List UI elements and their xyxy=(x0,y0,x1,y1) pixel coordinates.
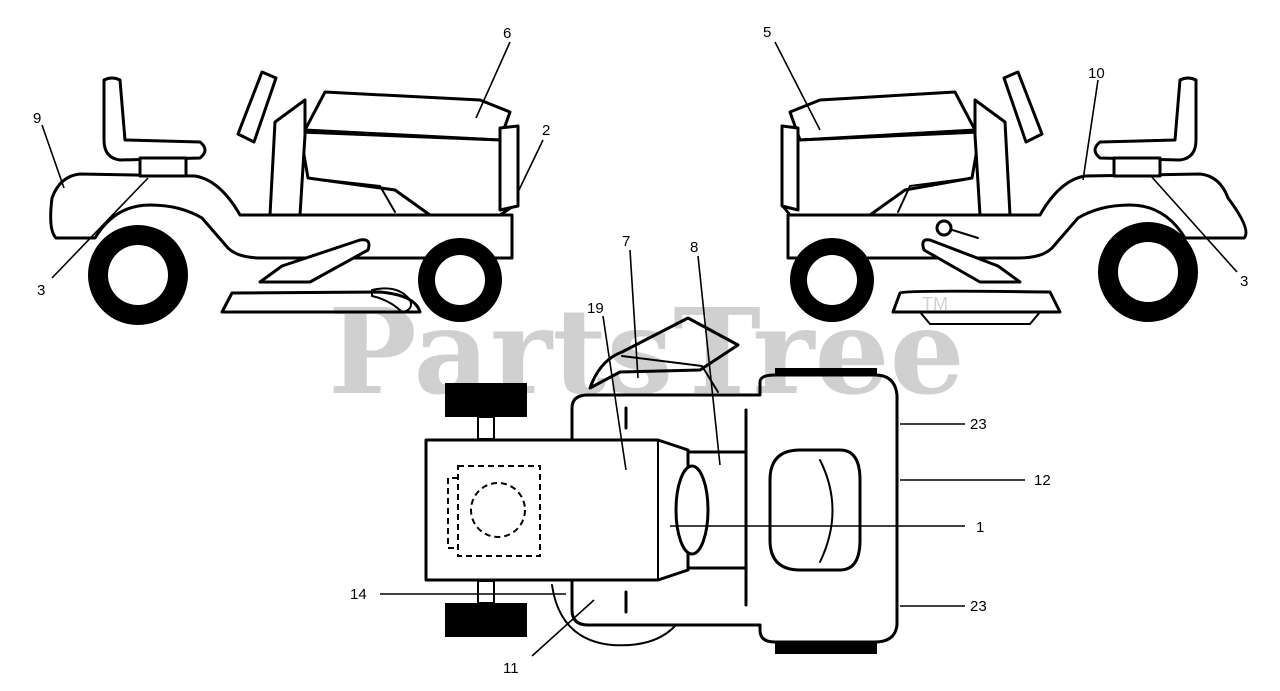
watermark: PartsTree TM xyxy=(328,282,965,421)
deck-outline-top xyxy=(551,584,681,647)
front-wheel-hub-right xyxy=(807,255,857,305)
seat-base-left xyxy=(138,156,188,178)
callout-6: 6 xyxy=(503,25,511,42)
leader-10 xyxy=(1082,79,1099,181)
hood-panel-line-right xyxy=(897,177,973,213)
callout-19: 19 xyxy=(587,300,604,317)
hood-top xyxy=(424,438,690,582)
deck-lower-right xyxy=(919,311,1041,325)
footrest-left xyxy=(258,238,371,284)
leader-11 xyxy=(531,599,595,657)
watermark-brand: PartsTree xyxy=(328,282,965,421)
footrest-right xyxy=(921,238,1022,284)
callout-23-top: 23 xyxy=(970,416,987,433)
callout-8: 8 xyxy=(690,239,698,256)
steering-wheel-left xyxy=(236,70,278,144)
seat-left xyxy=(102,76,207,162)
tractor-top-view xyxy=(424,316,899,654)
engine-outline-dashed-side xyxy=(447,477,458,549)
callout-9: 9 xyxy=(33,110,41,127)
steering-column-top xyxy=(621,355,719,393)
dash-panel-right xyxy=(973,98,1012,217)
callout-3-right: 3 xyxy=(1240,273,1248,290)
callout-14: 14 xyxy=(350,586,367,603)
tractor-left-side-view xyxy=(49,70,520,325)
dash-panel-left xyxy=(268,98,307,217)
leader-9 xyxy=(41,124,65,189)
callout-11: 11 xyxy=(503,660,519,677)
callout-2: 2 xyxy=(542,122,550,139)
leader-lines xyxy=(41,41,1238,657)
leader-3-left xyxy=(51,177,149,279)
hood-side-right xyxy=(780,128,982,217)
hood-side-left xyxy=(298,128,517,217)
callout-12: 12 xyxy=(1034,472,1051,489)
engine-air-filter-dashed xyxy=(470,482,526,538)
callout-labels: 6 2 9 3 5 10 3 7 8 19 23 12 1 23 14 11 xyxy=(33,24,1248,677)
leader-3-right xyxy=(1149,174,1238,273)
deck-chute-left xyxy=(371,287,412,313)
steering-wheel-top xyxy=(588,316,740,390)
seat-base-right xyxy=(1112,156,1162,178)
callout-10: 10 xyxy=(1088,65,1105,82)
grille-right xyxy=(780,124,800,212)
rear-fender-right xyxy=(786,172,1248,260)
grille-left xyxy=(498,124,520,212)
front-wheel-top-upper xyxy=(445,383,527,417)
leader-2 xyxy=(517,139,544,193)
front-wheel-hub-left xyxy=(435,255,485,305)
leader-19 xyxy=(602,315,627,471)
seat-top xyxy=(768,448,862,572)
callout-1: 1 xyxy=(976,519,984,536)
hood-panel-line-left xyxy=(307,177,396,213)
leader-7 xyxy=(629,249,639,379)
steering-wheel-right xyxy=(1002,70,1044,144)
callout-3-left: 3 xyxy=(37,282,45,299)
callout-5: 5 xyxy=(763,24,771,41)
lift-lever-knob-right xyxy=(935,219,953,237)
mower-deck-right xyxy=(891,289,1062,314)
leader-6 xyxy=(475,41,511,119)
leader-5 xyxy=(774,41,821,131)
seat-right xyxy=(1093,76,1198,162)
callout-7: 7 xyxy=(622,233,630,250)
front-wheel-top-lower xyxy=(445,603,527,637)
tractor-right-side-view xyxy=(780,70,1248,325)
leader-8 xyxy=(697,255,721,466)
front-axle-top-lower xyxy=(477,580,495,604)
rear-wheel-hub-left xyxy=(108,245,168,305)
fuel-cap-top xyxy=(674,464,710,556)
seat-back-curve-top xyxy=(819,459,834,563)
callout-23-bottom: 23 xyxy=(970,598,987,615)
rear-wheel-hub-right xyxy=(1118,242,1178,302)
watermark-trademark: TM xyxy=(922,294,948,314)
engine-outline-dashed xyxy=(457,465,541,557)
